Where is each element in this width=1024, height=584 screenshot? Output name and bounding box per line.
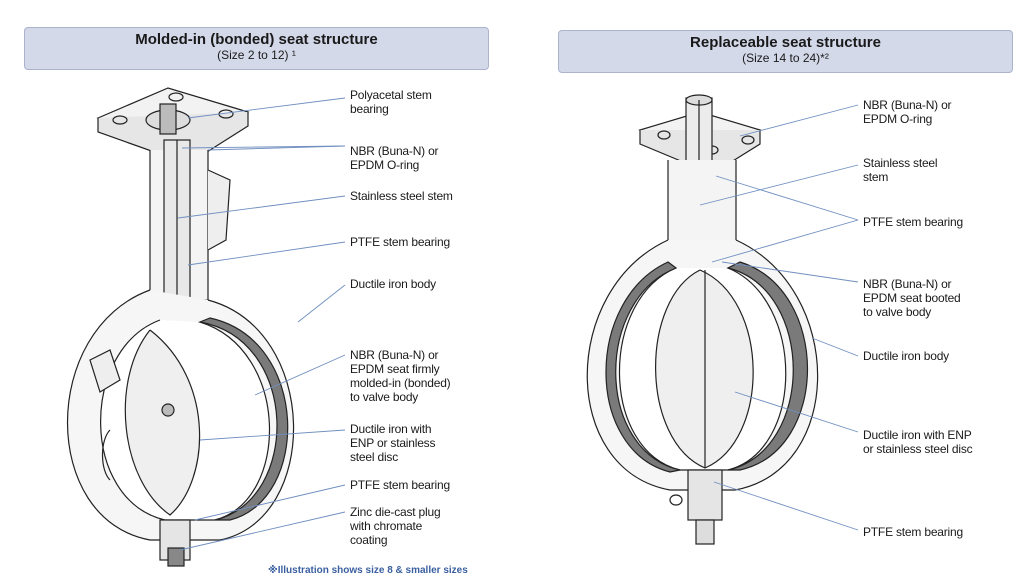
label-ductile-iron-body-left: Ductile iron body	[350, 277, 436, 291]
leader-lines	[177, 97, 859, 551]
label-polyacetal-stem-bearing: Polyacetal stem bearing	[350, 88, 432, 116]
illustration-footnote: ※Illustration shows size 8 & smaller siz…	[268, 565, 468, 576]
label-disc-right: Ductile iron with ENP or stainless steel…	[863, 428, 973, 456]
label-disc-left: Ductile iron with ENP or stainless steel…	[350, 422, 436, 464]
label-zinc-plug: Zinc die-cast plug with chromate coating	[350, 505, 441, 547]
label-stainless-steel-stem-right: Stainless steel stem	[863, 156, 938, 184]
right-panel-title: Replaceable seat structure	[690, 34, 881, 51]
label-bonded-seat: NBR (Buna-N) or EPDM seat firmly molded-…	[350, 348, 451, 404]
right-valve-illustration	[586, 94, 819, 545]
label-ptfe-stem-bearing-left-bottom: PTFE stem bearing	[350, 478, 450, 492]
right-panel-subtitle: (Size 14 to 24)*²	[742, 51, 829, 65]
label-booted-seat: NBR (Buna-N) or EPDM seat booted to valv…	[863, 277, 961, 319]
right-panel-header: Replaceable seat structure (Size 14 to 2…	[558, 30, 1013, 73]
label-ductile-iron-body-right: Ductile iron body	[863, 349, 949, 363]
left-valve-illustration	[67, 87, 295, 567]
label-ptfe-stem-bearing-right-top: PTFE stem bearing	[863, 215, 963, 229]
label-ptfe-stem-bearing-left-top: PTFE stem bearing	[350, 235, 450, 249]
label-o-ring-left: NBR (Buna-N) or EPDM O-ring	[350, 144, 439, 172]
label-stainless-steel-stem-left: Stainless steel stem	[350, 189, 453, 203]
left-panel-title: Molded-in (bonded) seat structure	[135, 31, 378, 48]
left-panel-subtitle: (Size 2 to 12) ¹	[217, 48, 296, 62]
label-o-ring-right: NBR (Buna-N) or EPDM O-ring	[863, 98, 952, 126]
left-panel-header: Molded-in (bonded) seat structure (Size …	[24, 27, 489, 70]
label-ptfe-stem-bearing-right-bottom: PTFE stem bearing	[863, 525, 963, 539]
